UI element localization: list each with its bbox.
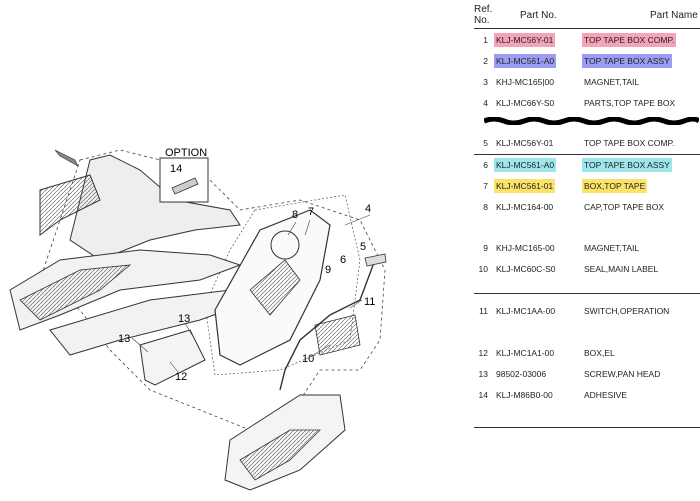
table-row: 6 KLJ-MC561-A0 TOP TAPE BOX ASSY: [483, 158, 672, 172]
callout-9: 9: [325, 264, 331, 276]
header-divider: [474, 28, 700, 29]
el-box: [139, 329, 206, 386]
table-row: 12 KLJ-MC1A1-00 BOX,EL: [478, 348, 615, 358]
callout-13a: 13: [118, 333, 130, 345]
table-row: 3 KHJ-MC165|00 MAGNET,TAIL: [483, 77, 640, 87]
lower-bracket-detail: [239, 429, 321, 481]
table-row: 5 KLJ-MC56Y-01 TOP TAPE BOX COMP.: [483, 138, 675, 148]
screwdriver-icon: [54, 149, 79, 167]
option-label: OPTION: [165, 147, 207, 159]
rail-upper-detail: [39, 174, 101, 236]
table-row: 8 KLJ-MC164-00 CAP,TOP TAPE BOX: [483, 202, 664, 212]
callout-5: 5: [360, 241, 366, 253]
rail-upper: [69, 154, 241, 261]
leader-lines: [131, 214, 371, 373]
table-row: 14 KLJ-M86B0-00 ADHESIVE: [478, 390, 627, 400]
box-dashed-outline: [204, 194, 361, 376]
redacted-scribble: [484, 117, 699, 125]
header-ref: Ref. No.: [474, 4, 493, 26]
table-row: 11 KLJ-MC1AA-00 SWITCH,OPERATION: [479, 306, 670, 316]
switch-cable: [279, 259, 376, 391]
rail-middle-detail: [19, 264, 132, 321]
callout-13b: 13: [178, 313, 190, 325]
tape-box-reel: [270, 230, 300, 260]
rail-middle: [9, 249, 242, 331]
section-divider: [474, 154, 700, 155]
tape-box-window: [249, 259, 301, 316]
seal-label-plate: [314, 314, 361, 356]
exploded-parts-diagram: OPTION 14 4 5 6 7 8 9 10 11 12 13 13: [9, 147, 387, 491]
callout-12: 12: [175, 371, 187, 383]
callout-6: 6: [340, 254, 346, 266]
callout-8: 8: [292, 209, 298, 221]
option-box: [159, 157, 209, 203]
section-divider: [474, 293, 700, 294]
callout-4: 4: [365, 203, 371, 215]
table-bottom-border: [474, 427, 700, 428]
parts-list-table: Ref. No. Part No. Part Name 1 KLJ-MC56Y-…: [474, 0, 700, 430]
table-row: 4 KLJ-MC66Y-S0 PARTS,TOP TAPE BOX: [483, 98, 676, 108]
table-row: 10 KLJ-MC60C-S0 SEAL,MAIN LABEL: [478, 264, 659, 274]
table-row: 1 KLJ-MC56Y-01 TOP TAPE BOX COMP.: [483, 33, 677, 47]
table-row: 7 KLJ-MC561-01 BOX,TOP TAPE: [483, 179, 648, 193]
table-row: 2 KLJ-MC561-A0 TOP TAPE BOX ASSY: [483, 54, 672, 68]
table-row: 9 KHJ-MC165-00 MAGNET,TAIL: [483, 243, 640, 253]
header-part-name: Part Name: [650, 10, 698, 21]
callout-10: 10: [302, 353, 314, 365]
callout-7: 7: [308, 206, 314, 218]
callout-14: 14: [170, 163, 182, 175]
switch-tab: [364, 253, 387, 267]
assembly-dashed-outline: [39, 149, 386, 431]
callout-11: 11: [364, 296, 375, 308]
table-row: 13 98502-03006 SCREW,PAN HEAD: [478, 369, 661, 379]
header-part-no: Part No.: [520, 10, 557, 21]
option-adhesive-icon: [171, 177, 199, 195]
